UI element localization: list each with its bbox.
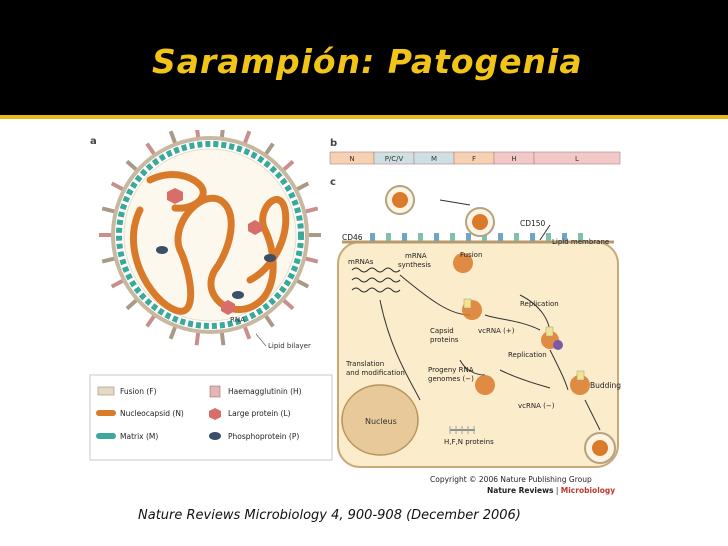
journal-credit: Nature Reviews | Microbiology — [487, 486, 615, 495]
cd150-label: CD150 — [520, 219, 546, 228]
membrane-receptor — [578, 233, 583, 241]
hfn-label: H,F,N proteins — [444, 438, 494, 446]
glycoprotein-spike — [168, 130, 178, 146]
title-band: Sarampión: Patogenia — [0, 0, 728, 119]
figure-caption: Nature Reviews Microbiology 4, 900-908 (… — [138, 508, 521, 523]
legend-label-haemagglutinin: Haemagglutinin (H) — [228, 387, 302, 396]
glycoprotein-spike — [219, 331, 226, 346]
membrane-receptor — [466, 233, 471, 241]
capsid-line2: proteins — [430, 336, 459, 344]
genome-segment-label: N — [349, 155, 354, 163]
glycoprotein-spike — [125, 297, 139, 311]
glycoprotein-spike — [195, 130, 201, 139]
membrane-receptor — [370, 233, 375, 241]
journal-name: Nature Reviews — [487, 486, 554, 495]
budding-label: Budding — [590, 381, 621, 390]
genome-segment-label: L — [575, 155, 579, 163]
glycoprotein-spike — [263, 313, 275, 328]
glycoprotein-spike — [101, 206, 117, 214]
membrane-receptor — [498, 233, 503, 241]
glycoprotein-spike — [303, 206, 319, 214]
progeny-line2: genomes (−) — [428, 375, 474, 383]
membrane-receptor — [514, 233, 519, 241]
pathogenesis-figure: a RNA Lipid bilayer Fusion (F) — [80, 130, 628, 500]
lipid-bilayer-label: Lipid bilayer — [268, 342, 311, 350]
infected-cell: Nucleus — [337, 185, 621, 468]
legend-label-phosphoprotein: Phosphoprotein (P) — [228, 432, 299, 441]
receptors — [370, 233, 583, 241]
matrix-layer — [116, 141, 304, 329]
glycoprotein-spike — [294, 278, 310, 289]
capsid-line1: Capsid — [430, 327, 454, 335]
nucleus — [341, 384, 419, 456]
glycoprotein-spike — [263, 142, 275, 157]
replication-label-2: Replication — [508, 351, 547, 359]
glycoprotein-spike — [145, 313, 157, 328]
journal-separator: | — [553, 486, 560, 495]
journal-section: Microbiology — [561, 486, 616, 495]
glycoprotein-spike — [219, 130, 225, 139]
glycoprotein-spike — [125, 159, 139, 173]
panel-label-b: b — [330, 138, 337, 149]
legend-label-nucleocapsid: Nucleocapsid (N) — [120, 409, 184, 418]
legend-label-large-protein: Large protein (L) — [228, 409, 291, 418]
slide-title: Sarampión: Patogenia — [152, 42, 583, 81]
membrane-receptor — [530, 233, 535, 241]
glycoprotein-spike — [303, 256, 319, 264]
glycoprotein-spike — [110, 278, 126, 289]
membrane-receptor — [418, 233, 423, 241]
panel-label-a: a — [90, 136, 97, 147]
glycoprotein-spike — [242, 130, 252, 146]
genome-segment-label: M — [431, 155, 437, 163]
progeny-line1: Progeny RNA — [428, 366, 474, 374]
legend-label-fusion: Fusion (F) — [120, 387, 157, 396]
glycoprotein-spike — [168, 324, 178, 340]
mrna-synthesis-line2: synthesis — [398, 261, 431, 269]
surface-spikes — [99, 130, 321, 346]
genome-segment-label: H — [511, 155, 516, 163]
genome-segment-label: P/C/V — [385, 155, 404, 163]
genome-segment-label: F — [472, 155, 476, 163]
copyright: Copyright © 2006 Nature Publishing Group — [430, 475, 592, 484]
large-protein — [167, 188, 183, 204]
rna-label: RNA — [230, 316, 245, 324]
mrna-synthesis-line1: mRNA — [405, 252, 427, 260]
vcrna-plus-label: vcRNA (+) — [478, 327, 515, 335]
replication-label-1: Replication — [520, 300, 559, 308]
nucleocapsid — [130, 194, 290, 315]
membrane-receptor — [402, 233, 407, 241]
membrane-receptor — [450, 233, 455, 241]
mrnas-label: mRNAs — [348, 258, 374, 266]
fusion-label: Fusion — [460, 251, 482, 259]
glycoprotein-spike — [281, 159, 295, 173]
lipid-bilayer — [111, 136, 309, 334]
glycoprotein-spike — [145, 142, 157, 157]
cd46-label: CD46 — [342, 233, 363, 242]
phosphoprotein — [156, 246, 168, 254]
genome-segment — [533, 151, 621, 165]
panel-label-c: c — [330, 177, 336, 188]
legend: Fusion (F) Haemagglutinin (H) Nucleocaps… — [89, 374, 333, 461]
membrane-receptor — [562, 233, 567, 241]
membrane-receptor — [546, 233, 551, 241]
membrane-receptor — [386, 233, 391, 241]
glycoprotein-spike — [101, 256, 117, 264]
glycoprotein-spike — [194, 331, 201, 346]
glycoprotein-spike — [242, 324, 252, 340]
legend-label-matrix: Matrix (M) — [120, 432, 158, 441]
membrane-receptor — [482, 233, 487, 241]
glycoprotein-spike — [281, 297, 295, 311]
translation-line2: and modification — [346, 369, 405, 377]
lipid-membrane-label: Lipid membrane — [552, 238, 609, 246]
nucleus-label: Nucleus — [365, 417, 397, 426]
genome-map: N P/C/V M F H L — [329, 151, 621, 165]
virion-diagram: RNA Lipid bilayer — [99, 130, 321, 350]
glycoprotein-spike — [110, 181, 126, 192]
vcrna-minus-label: vcRNA (−) — [518, 402, 555, 410]
translation-line1: Translation — [345, 360, 384, 368]
glycoprotein-spike — [294, 181, 310, 192]
membrane-receptor — [434, 233, 439, 241]
